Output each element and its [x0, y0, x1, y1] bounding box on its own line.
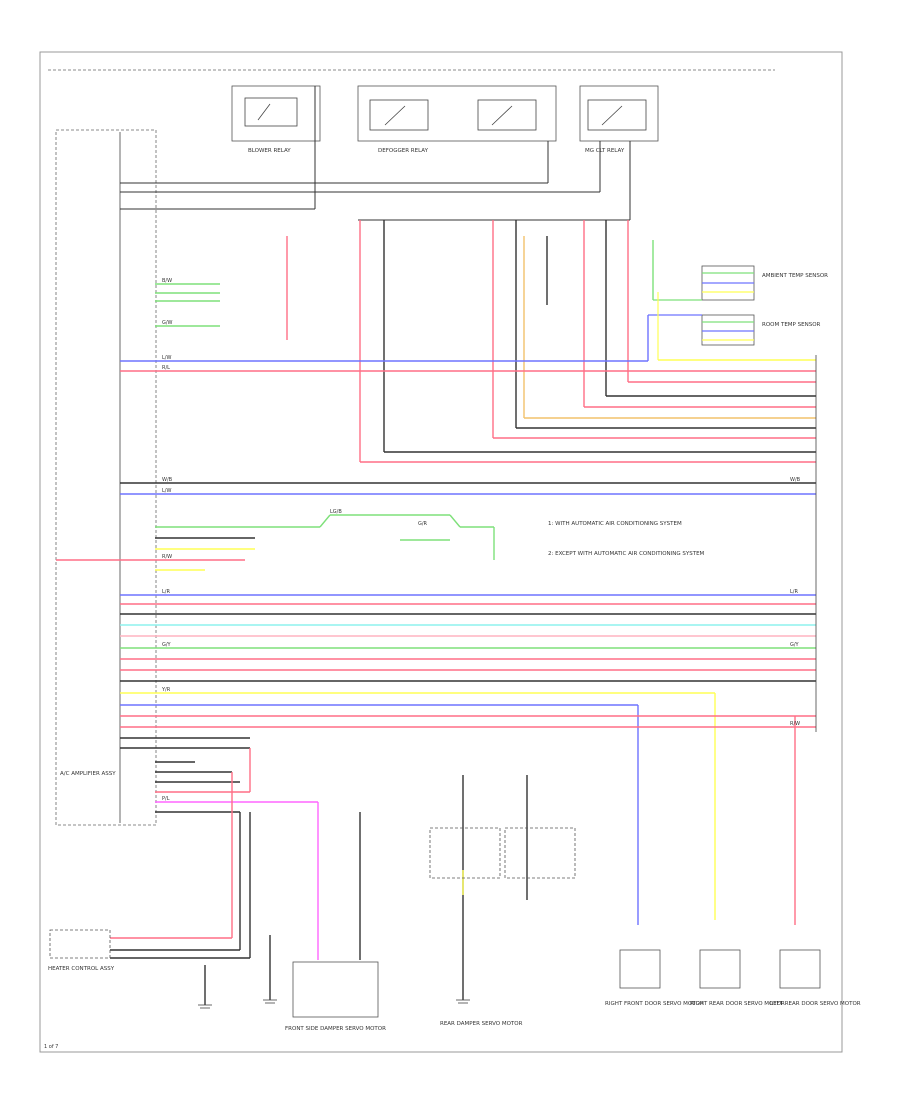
- ground-symbols: [198, 999, 470, 1009]
- relay-3-box: [579, 85, 659, 142]
- label-front-motor: FRONT SIDE DAMPER SERVO MOTOR: [285, 1026, 386, 1032]
- diagram-frame: [39, 51, 843, 1053]
- green-short-lines: [155, 283, 220, 327]
- mid-harness: [56, 482, 816, 925]
- wire-code: L/W: [162, 488, 171, 494]
- relay-contacts: [244, 97, 647, 131]
- page-number: 1 of 7: [44, 1044, 58, 1050]
- wire-code: P/L: [162, 796, 170, 802]
- wire-code: Y/R: [161, 687, 171, 693]
- label-rear-motor: REAR DAMPER SERVO MOTOR: [440, 1021, 523, 1027]
- label-right-motor-3: LEFT REAR DOOR SERVO MOTOR: [770, 1001, 861, 1007]
- wire-code: W/B: [162, 477, 173, 483]
- wire-code: G/Y: [790, 642, 800, 648]
- label-main-module: A/C AMPLIFIER ASSY: [60, 771, 116, 777]
- note-1: 1: WITH AUTOMATIC AIR CONDITIONING SYSTE…: [548, 521, 682, 527]
- wire-code: L/W: [162, 355, 171, 361]
- wire-code: G/Y: [162, 642, 172, 648]
- main-module-box: [55, 129, 157, 826]
- right-harness: [120, 315, 816, 463]
- wire-code: G/R: [418, 521, 428, 527]
- label-component-a: AMBIENT TEMP SENSOR: [762, 273, 828, 279]
- wire-code: G/W: [162, 320, 173, 326]
- bottom-components: [49, 827, 821, 1018]
- blower-relay-box: [231, 85, 321, 142]
- lower-harness: [110, 748, 528, 1005]
- note-2: 2: EXCEPT WITH AUTOMATIC AIR CONDITIONIN…: [548, 551, 705, 557]
- wire-code: B/W: [162, 278, 172, 284]
- label-defog-relay: DEFOGGER RELAY: [378, 148, 429, 154]
- wire-code: L/R: [790, 589, 798, 595]
- wire-code: R/L: [162, 365, 170, 371]
- top-signal-lines: [120, 86, 631, 221]
- label-blower-relay: BLOWER RELAY: [248, 148, 291, 154]
- label-mg-clt-relay: MG CLT RELAY: [585, 148, 625, 154]
- relay-2-box: [357, 85, 557, 142]
- wire-code: L/R: [162, 589, 170, 595]
- label-right-motor-1: RIGHT FRONT DOOR SERVO MOTOR: [605, 1001, 704, 1007]
- label-ground-left: HEATER CONTROL ASSY: [48, 966, 115, 972]
- wire-code: R/W: [790, 721, 800, 727]
- right-connector-boxes: [648, 265, 755, 360]
- wire-code: R/W: [162, 554, 172, 560]
- label-component-b: ROOM TEMP SENSOR: [762, 322, 821, 328]
- wire-code: LG/B: [330, 509, 342, 515]
- label-right-motor-2: RIGHT REAR DOOR SERVO MOTOR: [690, 1001, 785, 1007]
- vertical-drops: [286, 220, 654, 462]
- wire-code: W/B: [790, 477, 801, 483]
